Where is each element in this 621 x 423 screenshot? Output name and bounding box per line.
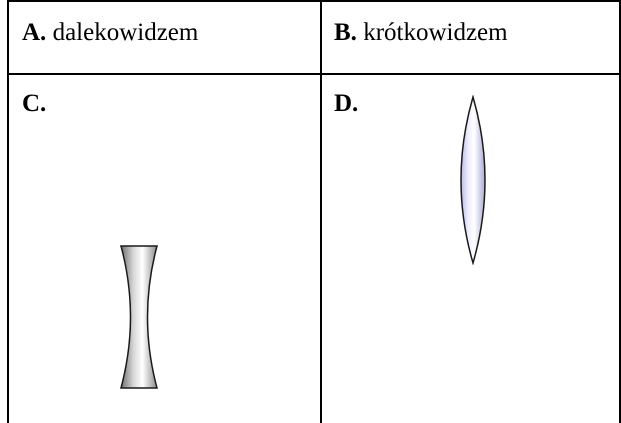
option-c-letter: C. bbox=[22, 90, 47, 117]
option-c[interactable]: C. bbox=[22, 91, 46, 116]
option-a-text: dalekowidzem bbox=[52, 19, 199, 46]
table-border-left bbox=[7, 0, 9, 423]
option-b-letter: B. bbox=[334, 19, 357, 46]
table-border-top bbox=[7, 0, 621, 2]
convex-lens-icon bbox=[460, 95, 486, 265]
table-border-middle bbox=[7, 73, 621, 75]
option-d[interactable]: D. bbox=[334, 91, 358, 116]
option-a[interactable]: A. dalekowidzem bbox=[22, 20, 198, 45]
table-border-right bbox=[619, 0, 621, 423]
option-b[interactable]: B. krótkowidzem bbox=[334, 20, 508, 45]
concave-lens-icon bbox=[120, 245, 158, 389]
option-d-letter: D. bbox=[334, 90, 359, 117]
table-border-center bbox=[320, 0, 322, 423]
option-a-letter: A. bbox=[22, 19, 47, 46]
option-b-text: krótkowidzem bbox=[363, 19, 508, 46]
